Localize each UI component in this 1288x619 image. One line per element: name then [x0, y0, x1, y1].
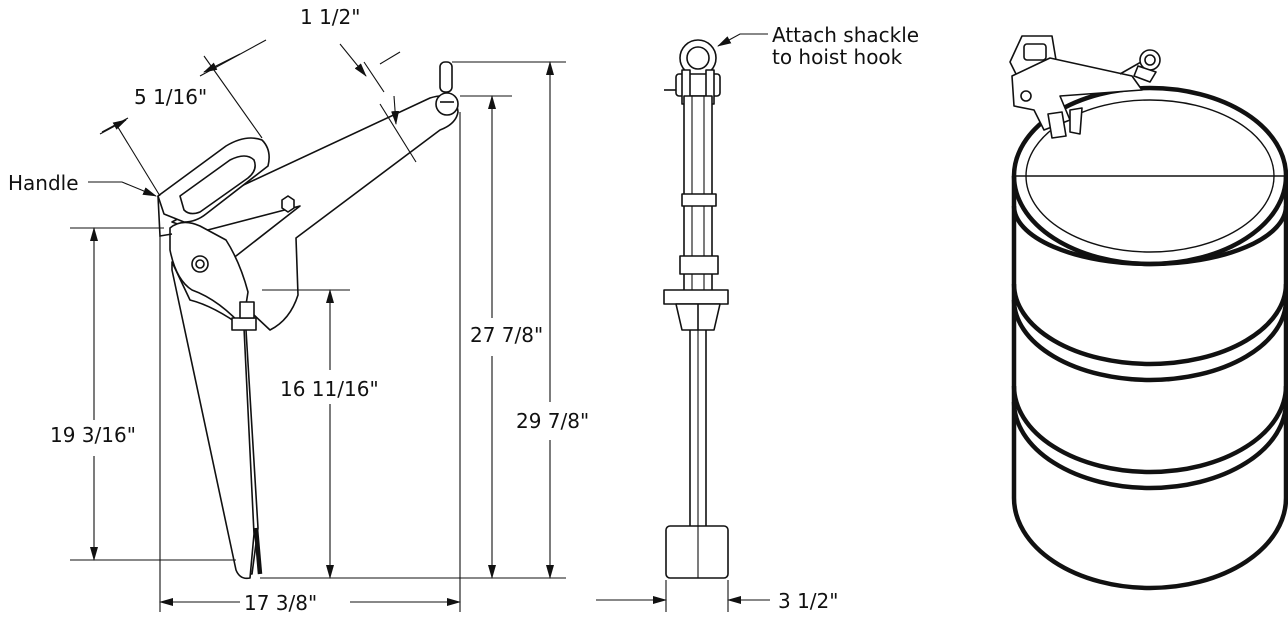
dim-arm-height: 19 3/16" — [50, 423, 136, 447]
side-view: 1 1/2" 5 1/16" Handle 29 7/8" 27 7/8" 16… — [8, 5, 589, 615]
label-attach-line1: Attach shackle — [772, 23, 919, 47]
drum-upper-rib — [1011, 283, 1288, 367]
dim-overall-width: 17 3/8" — [244, 591, 317, 615]
shackle-ring — [435, 92, 459, 116]
dim-overall-height: 29 7/8" — [516, 409, 589, 433]
dim-pivot-height: 27 7/8" — [470, 323, 543, 347]
front-view: Attach shackle to hoist hook 3 1/2" — [596, 23, 919, 613]
shackle-pin — [439, 61, 453, 93]
iso-lifter — [1009, 35, 1161, 139]
hex-nut — [281, 195, 295, 213]
drum-lower-rib — [1011, 385, 1288, 475]
label-handle: Handle — [8, 171, 79, 195]
dim-pad-width: 3 1/2" — [778, 589, 838, 613]
dim-handle-width: 1 1/2" — [300, 5, 360, 29]
front-jaw-clamp — [663, 289, 729, 305]
label-attach-line2: to hoist hook — [772, 45, 903, 69]
lower-leg — [171, 261, 255, 580]
dim-handle-offset: 5 1/16" — [134, 85, 207, 109]
handle-slot — [179, 155, 256, 215]
dim-jaw-height: 16 11/16" — [280, 377, 379, 401]
drum-bottom-rim — [1011, 497, 1288, 591]
front-foot-pad — [665, 525, 729, 579]
isometric-view — [1009, 35, 1288, 591]
